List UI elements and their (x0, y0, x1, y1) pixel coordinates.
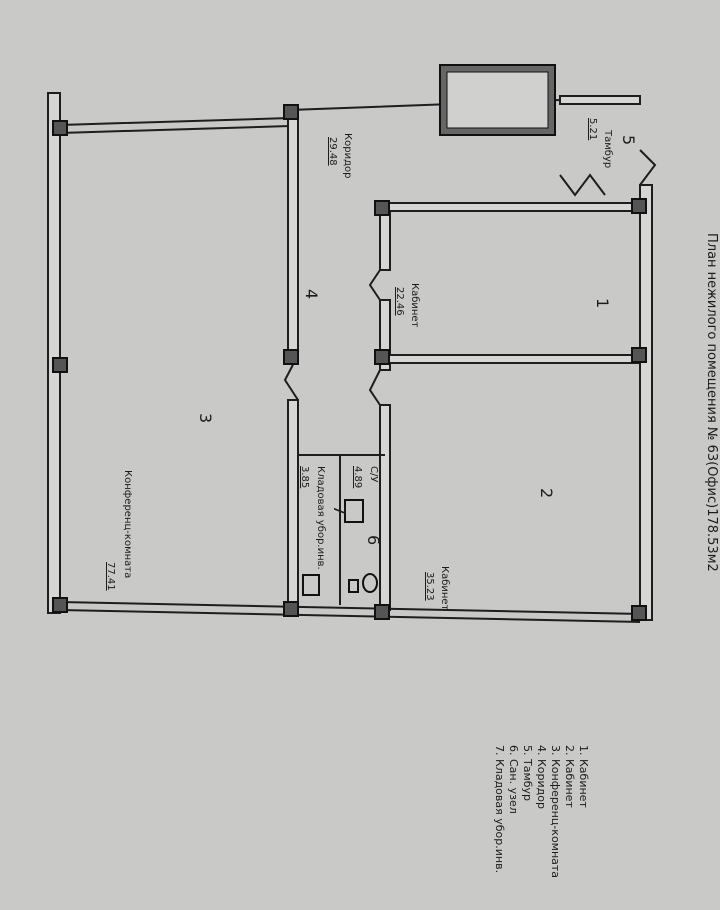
room-1-name: Кабинет (409, 283, 420, 328)
room-7-number: 7 (330, 505, 349, 515)
columns (52, 104, 647, 621)
room-7-name: Кладовая убор.инв. (315, 466, 326, 570)
plan-title: План нежилого помещения № 63(Офис)178.53… (704, 233, 719, 572)
sink-icon (344, 499, 364, 523)
room-2-name: Кабинет (439, 566, 450, 611)
room-1-number: 1 (593, 298, 612, 308)
room-7-area: 3.85 (299, 466, 310, 488)
room-2-number: 2 (537, 488, 556, 498)
sanitary-fixtures (302, 499, 378, 596)
room-6-number: 6 (364, 535, 383, 545)
utility-sink-icon (302, 574, 320, 596)
room-3-number: 3 (196, 413, 215, 423)
room-4-area: 29.48 (327, 137, 338, 166)
room-5-number: 5 (619, 135, 638, 145)
legend: 1. Кабинет 2. Кабинет 3. Конференц-комна… (493, 745, 590, 878)
room-2-area: 35.23 (424, 572, 435, 601)
toilet-icon (362, 573, 378, 593)
room-5-name: Тамбур (602, 129, 613, 168)
legend-item: 4. Коридор (535, 745, 548, 809)
legend-item: 7. Кладовая убор.инв. (493, 745, 506, 873)
room-6-name: С/У (368, 466, 379, 482)
room-5-area: 5.21 (587, 118, 598, 140)
window-box (439, 64, 556, 136)
room-3-area: 77.41 (105, 562, 116, 591)
legend-item: 6. Сан. узел (507, 745, 520, 814)
legend-item: 3. Конференц-комната (549, 745, 562, 878)
room-4-number: 4 (302, 289, 321, 299)
room-1-area: 22.46 (394, 287, 405, 316)
legend-item: 1. Кабинет (577, 745, 590, 808)
room-4-name: Коридор (342, 133, 353, 178)
legend-item: 2. Кабинет (563, 745, 576, 808)
legend-item: 5. Тамбур (521, 745, 534, 801)
room-3-name: Конференц-комната (122, 470, 133, 578)
room-6-area: 4.89 (352, 466, 363, 488)
